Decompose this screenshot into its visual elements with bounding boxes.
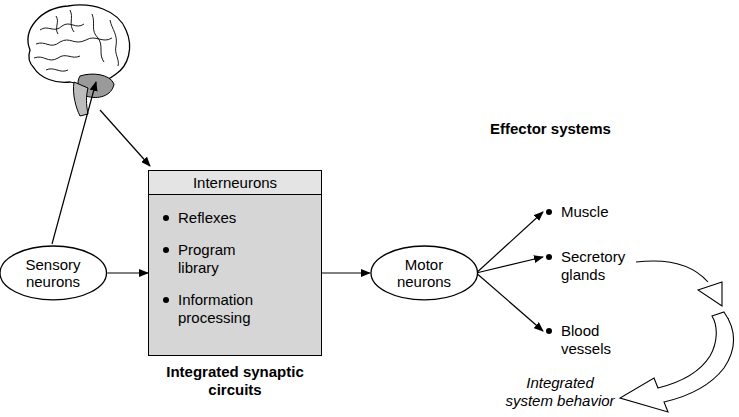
arrow-connector (107, 272, 148, 273)
brain-to-interneurons-arrow (100, 110, 150, 166)
effector-label: Blood vessels (561, 322, 641, 358)
motor-neuron-ellipse: Motor neurons (370, 245, 479, 301)
behavior-label: Integrated system behavior (505, 374, 615, 410)
bullet-dot (163, 297, 169, 303)
behavior-curved-arrows (620, 261, 734, 412)
interneuron-box: InterneuronsReflexesProgram libraryInfor… (148, 170, 322, 356)
box-caption: Integrated synaptic circuits (139, 363, 331, 399)
bullet-text: Reflexes (178, 209, 278, 227)
bullet-text: Program library (178, 241, 278, 277)
node-label: Motor neurons (389, 256, 459, 290)
effector-item: Muscle (546, 203, 641, 221)
bullet-text: Information processing (178, 291, 278, 327)
arrow-connector (476, 273, 543, 331)
node-label: Sensory neurons (18, 256, 88, 290)
bullet-dot (163, 247, 169, 253)
box-heading: Interneurons (149, 171, 321, 195)
brain-illustration (28, 5, 130, 116)
effector-label: Muscle (561, 203, 641, 221)
arrow-connector (476, 257, 543, 273)
arrow-connector (322, 272, 370, 273)
bullet-dot (546, 254, 552, 260)
bullet-dot (546, 209, 552, 215)
effector-item: Secretory glands (546, 248, 641, 284)
arrow-connector (476, 212, 543, 273)
effector-label: Secretory glands (561, 248, 641, 284)
effector-item: Blood vessels (546, 322, 641, 358)
bullet-dot (546, 328, 552, 334)
bullet-dot (163, 215, 169, 221)
sensory-neuron-ellipse: Sensory neurons (0, 245, 107, 301)
sensory-to-brain-arrow (52, 82, 96, 244)
group-heading: Effector systems (490, 120, 611, 138)
